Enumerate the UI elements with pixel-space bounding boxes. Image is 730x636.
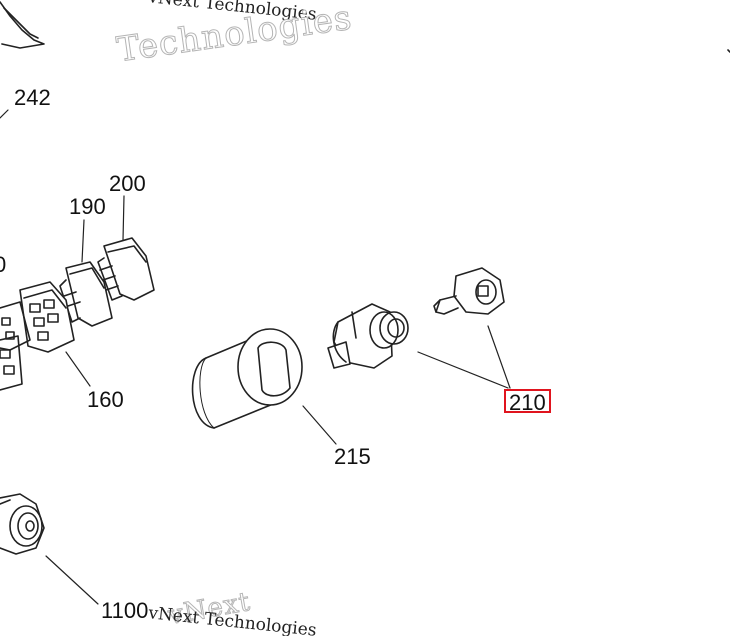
leader-190 [81, 219, 85, 263]
leader-215 [302, 405, 337, 445]
callout-215[interactable]: 215 [334, 444, 371, 469]
socket-1100 [0, 493, 45, 555]
ignition-switch-210 [327, 303, 409, 369]
callout-190[interactable]: 190 [69, 194, 106, 219]
callout-200[interactable]: 200 [109, 171, 146, 196]
leader-200 [122, 195, 125, 241]
key-210 [433, 267, 505, 315]
leader-210-b [487, 325, 511, 389]
callout-partial[interactable]: 0 [0, 252, 7, 277]
callout-242[interactable]: 242 [14, 85, 51, 110]
leader-lines [0, 109, 511, 605]
connector-200 [97, 237, 155, 301]
callout-1100[interactable]: 1100 [101, 598, 149, 623]
callout-210-highlighted[interactable]: 210 [504, 389, 551, 414]
sleeve-215 [191, 328, 303, 429]
leader-160 [65, 351, 91, 387]
leader-242 [0, 109, 9, 119]
bracket-part-fragment [0, 1, 45, 49]
leader-1100 [45, 555, 99, 605]
connector-160 [0, 281, 75, 391]
leader-210-a [417, 351, 509, 389]
connector-190 [59, 261, 113, 327]
callout-160[interactable]: 160 [87, 387, 124, 412]
